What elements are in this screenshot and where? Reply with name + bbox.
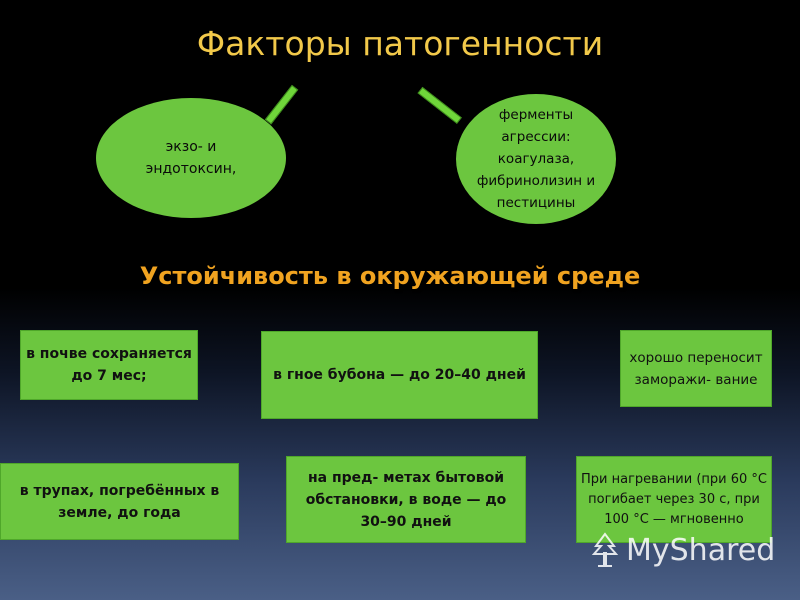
tree-logo-icon	[591, 532, 619, 567]
stability-heating: При нагревании (при 60 °С погибает через…	[576, 456, 772, 543]
watermark-text: MyShared	[626, 532, 776, 568]
factor-endotoxin: экзо- и эндотоксин,	[96, 98, 286, 218]
stability-freezing: хорошо переносит заморажи- вание	[620, 330, 772, 407]
slide-title: Факторы патогенности	[196, 24, 604, 63]
stability-soil: в почве сохраняется до 7 мес;	[20, 330, 198, 400]
connector-right	[417, 86, 462, 124]
stability-household-water: на пред- метах бытовой обстановки, в вод…	[286, 456, 526, 543]
myshared-watermark: MyShared	[588, 532, 775, 568]
stability-bubo-pus: в гное бубона — до 20–40 дней	[261, 331, 538, 419]
factor-enzymes: ферменты агрессии: коагулаза, фибринолиз…	[456, 94, 616, 224]
section-subtitle: Устойчивость в окружающей среде	[139, 262, 641, 290]
connector-left	[264, 84, 299, 125]
stability-corpses: в трупах, погребённых в земле, до года	[0, 463, 239, 540]
